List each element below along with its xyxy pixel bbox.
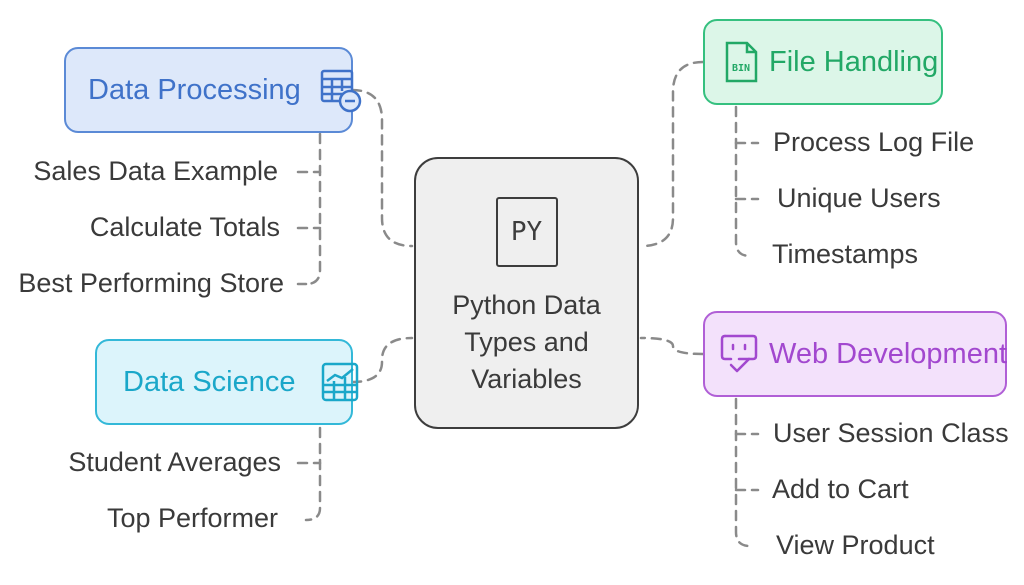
connector-wd-leaves (734, 397, 752, 548)
center-title: Python Data Types and Variables (452, 290, 601, 394)
leaf-process-log-file: Process Log File (773, 127, 975, 157)
py-icon-text: PY (510, 217, 543, 247)
leaf-add-to-cart: Add to Cart (772, 474, 909, 504)
leaf-best-performing-store: Best Performing Store (18, 268, 284, 298)
center-node: PY Python Data Types and Variables (414, 157, 639, 429)
py-file-icon: PY (495, 197, 558, 267)
connector-data-science (350, 336, 414, 384)
node-web-development-label: Web Development (769, 337, 1008, 370)
connector-fh-leaves (734, 105, 752, 258)
spreadsheet-chart-icon (320, 361, 360, 403)
connector-ds-leaves (304, 426, 322, 522)
connector-dp-leaves (304, 132, 322, 286)
connector-web-development (639, 336, 705, 356)
node-file-handling-label: File Handling (769, 45, 939, 78)
node-file-handling: BIN File Handling (703, 19, 943, 105)
leaf-top-performer: Top Performer (106, 503, 278, 533)
table-minus-icon (319, 67, 363, 113)
leaf-student-averages: Student Averages (68, 447, 281, 477)
leaf-unique-users: Unique Users (777, 183, 941, 213)
connector-data-processing (350, 88, 414, 248)
leaf-sales-data-example: Sales Data Example (33, 156, 278, 186)
leaf-calculate-totals: Calculate Totals (89, 212, 280, 242)
leaf-timestamps: Timestamps (772, 239, 919, 269)
chat-check-icon (719, 332, 759, 376)
node-web-development: Web Development (703, 311, 1007, 397)
leaf-view-product: View Product (776, 530, 935, 560)
leaf-user-session-class: User Session Class (773, 418, 1009, 448)
node-data-processing-label: Data Processing (88, 73, 301, 106)
connector-file-handling (639, 60, 705, 248)
bin-icon-text: BIN (732, 63, 750, 74)
bin-file-icon: BIN (723, 40, 759, 84)
node-data-science-label: Data Science (123, 365, 296, 398)
node-data-science: Data Science (95, 339, 358, 425)
node-data-processing: Data Processing (64, 47, 362, 133)
